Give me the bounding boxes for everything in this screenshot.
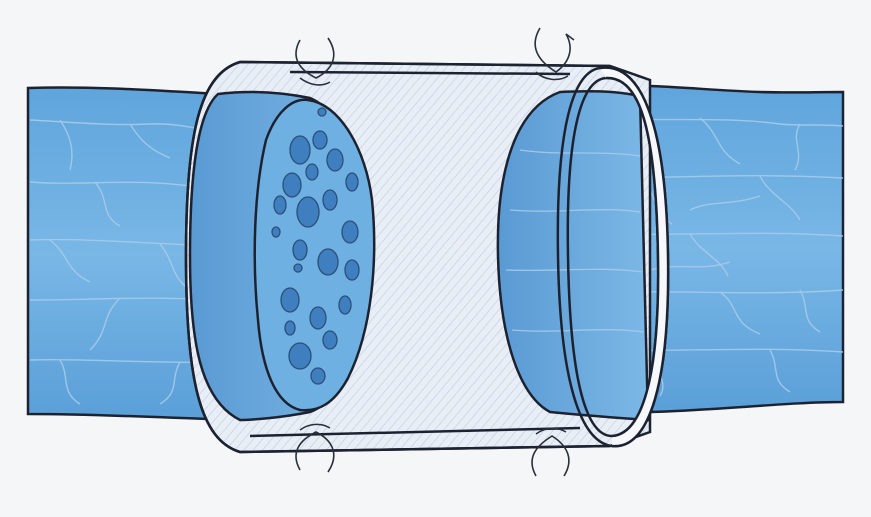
conduit-left-rim [184,60,241,454]
suture-stitch-icon [535,427,567,435]
sutures [295,27,575,477]
left-nerve-stump [188,90,376,422]
fascicle [345,172,359,192]
fascicles [271,107,360,385]
suture-stitch-icon [295,431,335,473]
fascicle [296,196,320,228]
suture-stitch-icon [531,435,570,477]
fascicle [326,148,344,172]
fascicle [271,226,281,238]
suture-stitch-icon [299,77,331,86]
fascicle [312,130,328,150]
fascicle [289,135,311,165]
fascicle [310,367,326,385]
fascicle [292,239,308,261]
conduit-top-edge [289,70,571,76]
fascicle [309,306,327,330]
suture-stitch-icon [295,37,335,79]
suture-stitch-icon [535,71,569,81]
fascicle [305,163,319,181]
fascicle [280,287,300,313]
suture-stitch-icon [299,423,331,431]
fascicle [341,220,359,244]
fascicle [322,330,338,350]
fascicle [322,189,338,211]
fascicle [317,107,327,117]
fascicle [344,259,360,281]
fascicle [288,342,312,370]
fascicle [338,295,352,315]
suture-stitch-icon [534,27,575,73]
fascicle [293,263,303,273]
conduit-bottom-edge [249,426,581,438]
fascicle [284,320,296,336]
fascicle [282,172,302,198]
conduit-end-ring [556,66,670,448]
fascicle [317,248,339,276]
fascicle [273,195,287,215]
